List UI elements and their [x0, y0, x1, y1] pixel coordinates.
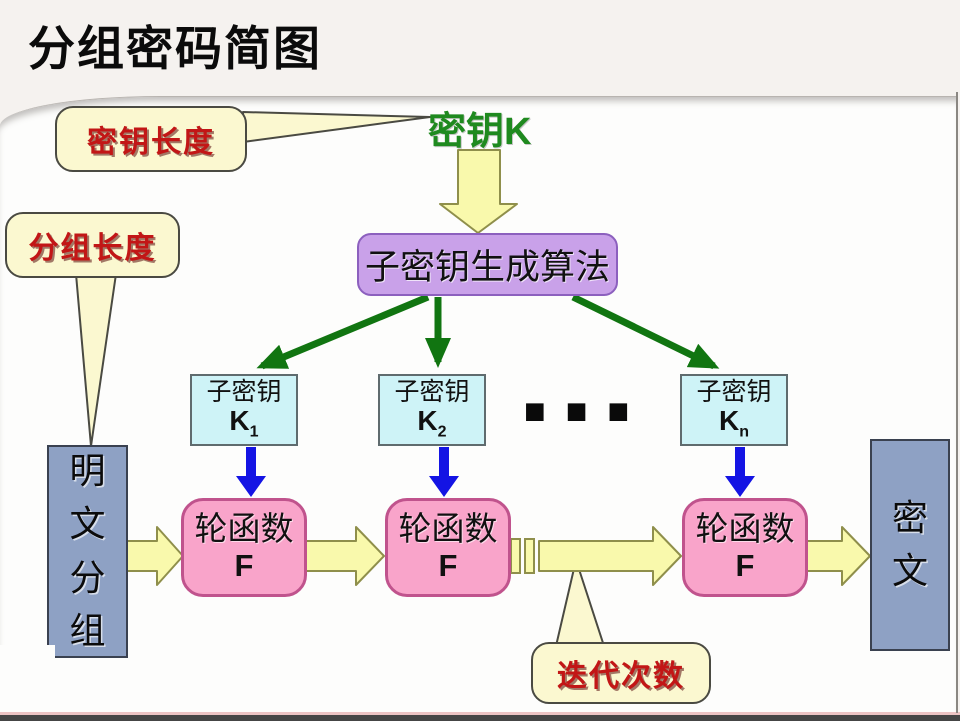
plaintext-block-box: 明文分组: [47, 445, 128, 658]
callout-block-length: 分组长度: [5, 212, 180, 278]
green-arrow-left: [256, 293, 430, 370]
bottom-dark-bar: [0, 715, 960, 721]
page-title: 分组密码简图: [28, 22, 322, 75]
key-down-arrow: [439, 149, 518, 234]
blue-arrow-2: [429, 447, 459, 497]
bottom-pink-line: [0, 712, 960, 715]
plaintext-block-label: 明文分组: [69, 450, 106, 651]
yellow-arrow-4: [805, 526, 871, 586]
round-function-2-title: 轮函数: [398, 512, 498, 549]
yellow-arrow-2: [305, 526, 385, 586]
subkey-generation-box: 子密钥生成算法: [357, 233, 618, 296]
subkey-box-k1: 子密钥 K1: [190, 374, 298, 446]
subkey-k2-title: 子密钥: [394, 379, 470, 407]
subkey-k1-symbol: K1: [229, 404, 259, 441]
blue-arrow-3: [725, 447, 755, 497]
callout-iterations: 迭代次数: [531, 642, 711, 704]
subkey-box-k2: 子密钥 K2: [378, 374, 486, 446]
key-k-label: 密钥K: [428, 111, 532, 153]
yellow-arrow-3: [538, 526, 682, 586]
round-function-box-2: 轮函数 F: [385, 498, 511, 597]
ciphertext-box: 密文: [870, 439, 950, 651]
round-function-1-symbol: F: [234, 547, 254, 583]
callout-key-length: 密钥长度: [55, 106, 247, 172]
round-function-3-title: 轮函数: [695, 512, 795, 549]
round-function-1-title: 轮函数: [194, 512, 294, 549]
ciphertext-label: 密文: [891, 497, 928, 591]
bottom-left-patch: [0, 645, 55, 715]
round-function-box-3: 轮函数 F: [682, 498, 808, 597]
round-function-3-symbol: F: [735, 547, 755, 583]
subkey-generation-label: 子密钥生成算法: [364, 248, 610, 287]
ellipsis-dots: ■■■: [524, 398, 650, 424]
yellow-bar-2: [524, 538, 535, 574]
subkey-kn-title: 子密钥: [696, 379, 772, 407]
pointer-iterations: [555, 559, 605, 647]
green-arrow-right: [571, 293, 720, 370]
yellow-bar-1: [510, 538, 521, 574]
round-function-box-1: 轮函数 F: [181, 498, 307, 597]
pointer-key-length: [242, 111, 431, 143]
subkey-box-kn: 子密钥 Kn: [680, 374, 788, 446]
yellow-arrow-1: [125, 526, 184, 586]
callout-iterations-label: 迭代次数: [557, 660, 685, 693]
subkey-k1-title: 子密钥: [206, 379, 282, 407]
subkey-kn-symbol: Kn: [718, 404, 749, 441]
subkey-k2-symbol: K2: [417, 404, 447, 441]
callout-block-length-label: 分组长度: [28, 232, 157, 265]
pointer-block-length: [75, 273, 117, 447]
blue-arrow-1: [236, 447, 266, 497]
round-function-2-symbol: F: [438, 547, 458, 583]
right-border-line: [956, 92, 958, 713]
callout-key-length-label: 密钥长度: [87, 126, 215, 159]
